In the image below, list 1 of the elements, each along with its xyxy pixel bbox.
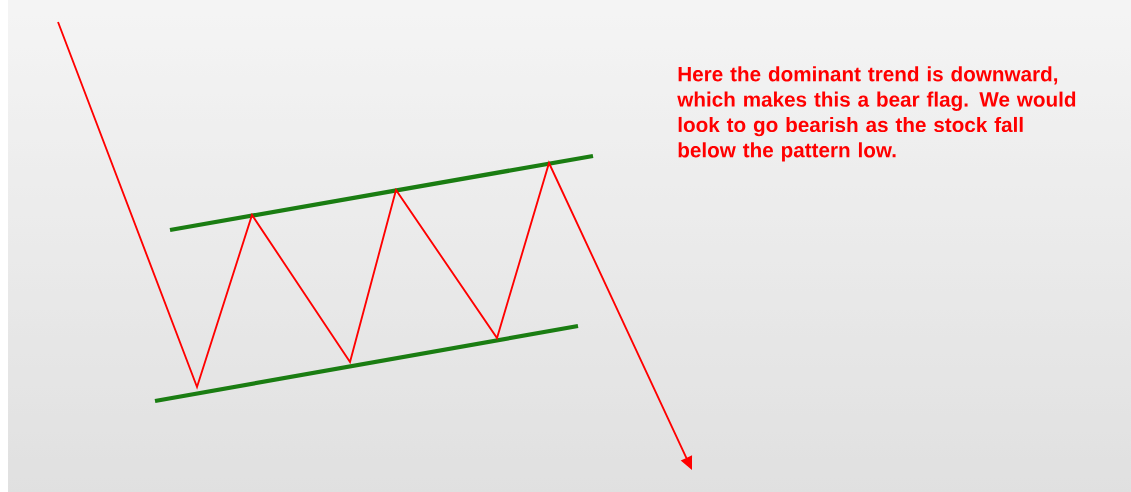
note-text: Here the dominant trend is downward, which makes this a bear flag. We would look to go bearish as the stock fall below the pattern low.: [677, 66, 1076, 162]
